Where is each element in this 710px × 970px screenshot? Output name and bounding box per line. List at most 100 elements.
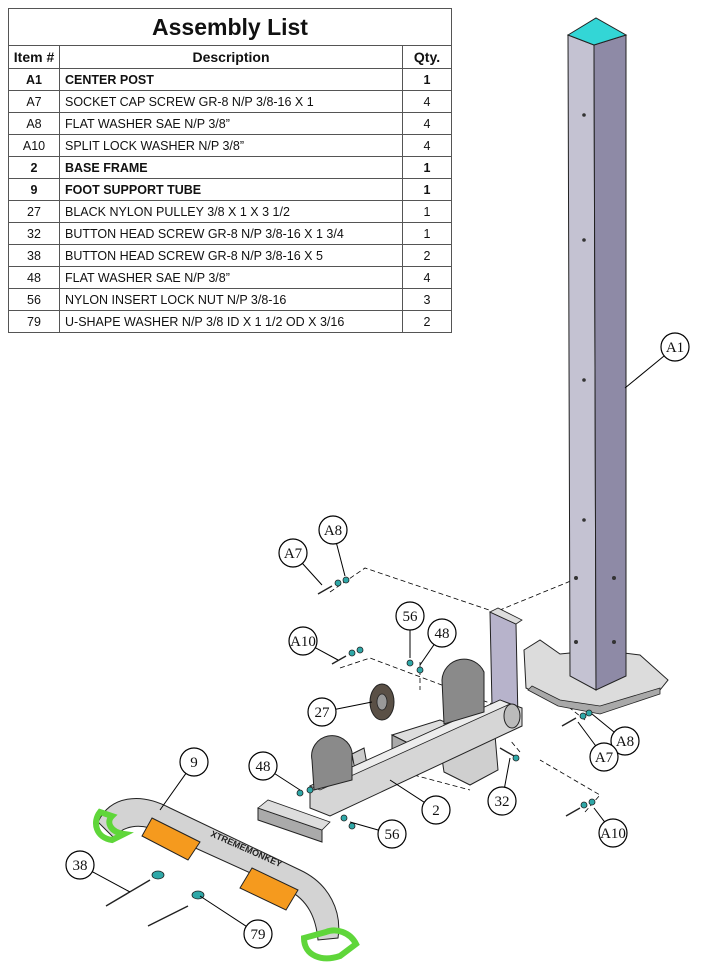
callout-label: 79 [251,927,266,943]
leader-line [335,701,373,710]
grip-left [93,808,134,844]
callout-label: A10 [600,826,626,842]
callout-c9: 9 [159,747,209,811]
callout-label: 56 [403,609,419,625]
leader-line [419,644,435,666]
leader-line [504,757,511,788]
pulley-bracket-rear [441,658,485,725]
cell-description: NYLON INSERT LOCK NUT N/P 3/8-16 [59,288,403,311]
cell-item: 79 [8,310,60,333]
callout-a7-right: A7 [577,721,619,772]
callout-c56-top: 56 [395,601,425,658]
leader-line [591,713,615,733]
callout-circle [179,747,209,777]
callout-label: A8 [324,523,342,539]
callout-label: 27 [315,705,331,721]
cell-description: SOCKET CAP SCREW GR-8 N/P 3/8-16 X 1 [59,90,403,113]
cell-description: BUTTON HEAD SCREW GR-8 N/P 3/8-16 X 1 3/… [59,222,403,245]
cell-qty: 2 [402,310,452,333]
callout-label: A1 [666,340,684,356]
leader-line [302,563,323,586]
callout-circle [288,626,318,656]
callout-circle [377,819,407,849]
callout-a1: A1 [624,332,690,389]
cell-item: A8 [8,112,60,135]
leader-line [593,807,605,823]
foot-pad-right [239,867,299,911]
callout-a8-right: A8 [591,713,640,756]
cell-description: FOOT SUPPORT TUBE [59,178,403,201]
callout-c2: 2 [389,779,451,825]
callout-a10-left: A10 [288,626,339,661]
leader-line [336,543,346,577]
foot-pad-left [141,817,201,861]
callout-a7-top: A7 [278,538,323,586]
base-frame [257,607,523,843]
callout-circle [318,515,348,545]
callout-circle [660,332,690,362]
callout-circle [65,850,95,880]
callout-label: A10 [290,634,316,650]
leader-line [349,821,379,831]
callout-label: 48 [256,759,271,775]
callout-label: 56 [385,827,401,843]
hardware-parts [105,576,596,927]
leader-line [92,871,131,893]
cell-qty: 4 [402,112,452,135]
callout-circle [421,795,451,825]
callout-label: 9 [190,755,198,771]
header-item: Item # [8,45,60,69]
callout-c48-left: 48 [248,751,301,791]
post-side-face [593,34,627,691]
callout-c38: 38 [65,850,131,893]
callout-circle [598,818,628,848]
callout-c48-top: 48 [419,618,457,666]
callout-circle [589,742,619,772]
table-title-row: Assembly List [8,8,452,46]
callout-c79: 79 [199,895,273,949]
callout-a10-right: A10 [593,807,628,848]
callout-c32: 32 [487,757,517,816]
leader-line [624,355,665,389]
table-header-row: Item # Description Qty. [8,45,452,69]
callout-circle [243,919,273,949]
callout-circle [278,538,308,568]
center-post [523,17,669,715]
cell-description: U-SHAPE WASHER N/P 3/8 ID X 1 1/2 OD X 3… [59,310,403,333]
callout-c27: 27 [307,697,373,727]
table-title: Assembly List [8,8,452,46]
leader-line [577,721,597,747]
callout-circle [248,751,278,781]
callout-a8-top: A8 [318,515,348,577]
leader-line [274,773,301,791]
callout-label: A7 [595,750,614,766]
cell-description: BASE FRAME [59,156,403,179]
callout-label: 38 [73,858,88,874]
callout-label: 32 [495,794,510,810]
callout-label: 48 [435,626,450,642]
callout-circle [395,601,425,631]
leader-line [389,779,425,803]
leader-line [159,773,187,811]
callout-label: 2 [432,803,440,819]
grip-right [300,927,360,962]
leader-line [199,895,247,927]
cell-description: SPLIT LOCK WASHER N/P 3/8” [59,134,403,157]
callout-circle [307,697,337,727]
callout-c56-bottom: 56 [349,819,407,849]
pulley-bracket-front [311,735,353,791]
callout-label: A7 [284,546,303,562]
leader-line [315,647,339,661]
callout-circle [487,786,517,816]
cell-item: 56 [8,288,60,311]
